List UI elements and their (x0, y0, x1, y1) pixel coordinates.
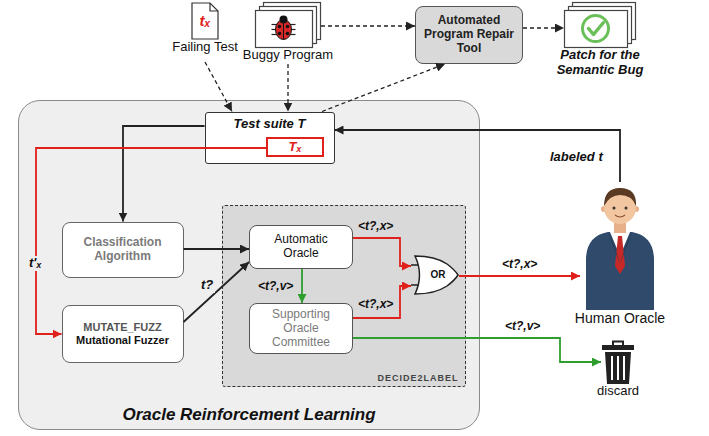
process-box: Supporting Oracle Committee (249, 303, 353, 354)
discard-bin: discard (590, 340, 646, 406)
box-label: Automatic Oracle (256, 233, 346, 261)
process-box: Automatic Oracle (249, 225, 353, 269)
icon-frame: tₓ (191, 2, 219, 40)
box-label: Mutational Fuzzer (76, 334, 169, 347)
edge-label: t? (199, 278, 215, 293)
icon-caption: discard (597, 384, 639, 399)
edge-label: labeled t (548, 150, 605, 165)
edge-label-holder: <t?,x> (500, 258, 539, 272)
edge-label: t'ₓ (27, 256, 44, 271)
icon-frame (564, 2, 636, 48)
connector-arrow (353, 338, 601, 362)
edge-label-holder: t? (199, 278, 215, 293)
or-gate: OR (411, 255, 459, 295)
subset-box: Tₓ (266, 137, 324, 157)
box-label: Tₓ (288, 140, 301, 155)
title-holder: DECIDE2LABEL (377, 373, 458, 383)
edge-label-holder: labeled t (548, 150, 605, 165)
connector-group (36, 26, 620, 362)
icon-caption: Failing Test (172, 40, 238, 55)
edge-label: <t?,v> (256, 280, 295, 294)
region-title: DECIDE2LABEL (377, 373, 458, 383)
edge-label: <t?,x> (356, 220, 395, 234)
connector-arrow (335, 130, 621, 182)
dashed-arrow (322, 64, 445, 112)
process-box: MUTATE_FUZZMutational Fuzzer (62, 305, 184, 363)
box-label: Classification Algorithm (69, 236, 177, 264)
connector-arrow (123, 126, 205, 222)
process-box: Classification Algorithm (62, 222, 184, 278)
icon-caption: Buggy Program (243, 48, 333, 63)
trash-icon (601, 340, 635, 384)
connector-arrow (353, 238, 411, 266)
icon-frame (255, 2, 321, 48)
connector-arrow (459, 275, 580, 277)
icon-frame (601, 340, 635, 384)
connector-arrow (353, 286, 411, 318)
edge-label-holder: <t?,x> (356, 220, 395, 234)
connector-arrow (184, 248, 250, 250)
framework-region: Oracle Reinforcement Learning Test suite … (18, 100, 480, 430)
failing-test: tₓFailing Test (165, 2, 245, 62)
edge-label-holder: <t?,v> (503, 320, 542, 334)
patch-output: Patch for the Semantic Bug (548, 2, 652, 94)
test-suite-box: Test suite T Tₓ (205, 112, 335, 164)
dashed-arrow (523, 27, 564, 28)
buggy-program: Buggy Program (238, 2, 338, 64)
box-label: Automated Program Repair Tool (422, 14, 516, 55)
connector-arrow (36, 148, 266, 334)
human-oracle: Human Oracle (572, 182, 668, 332)
box-label: Test suite T (234, 117, 306, 132)
edge-label-holder: <t?,v> (256, 280, 295, 294)
process-box: Automated Program Repair Tool (415, 6, 523, 64)
connector-arrow (184, 262, 250, 322)
person-icon (580, 182, 660, 310)
icon-frame (580, 182, 660, 310)
edge-label: <t?,x> (356, 298, 395, 312)
edge-label: <t?,v> (503, 320, 542, 334)
bug-icon (255, 2, 321, 48)
edge-label: <t?,x> (500, 258, 539, 272)
dashed-arrow (287, 64, 288, 112)
dashed-arrow (205, 62, 232, 112)
connector-arrow (301, 269, 303, 303)
gate-label: OR (431, 269, 446, 281)
region-title: Oracle Reinforcement Learning (19, 405, 479, 425)
box-label: Supporting Oracle Committee (256, 308, 346, 349)
icon-caption: Patch for the Semantic Bug (548, 48, 652, 78)
edge-label-holder: t'ₓ (27, 256, 44, 271)
edge-label-holder: <t?,x> (356, 298, 395, 312)
icon-caption: Human Oracle (575, 310, 665, 326)
title-holder: Oracle Reinforcement Learning (19, 405, 479, 425)
module-region: DECIDE2LABEL Automatic OracleSupporting O… (222, 205, 466, 387)
patch-icon (564, 2, 636, 48)
dashed-arrow (321, 25, 415, 26)
box-heading: MUTATE_FUZZ (83, 321, 161, 334)
test-symbol: tₓ (200, 12, 211, 29)
